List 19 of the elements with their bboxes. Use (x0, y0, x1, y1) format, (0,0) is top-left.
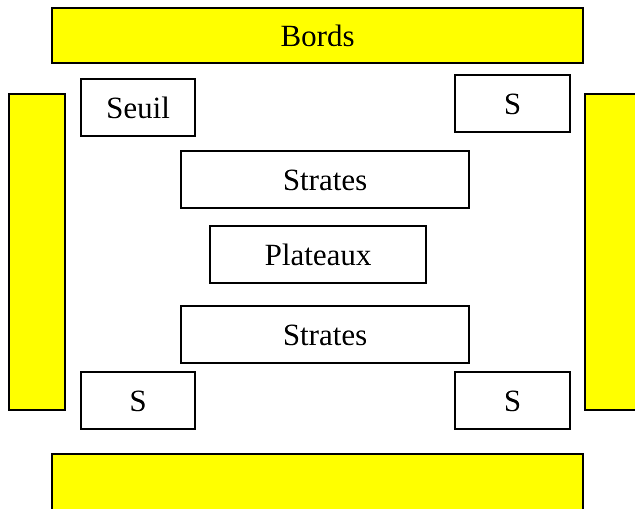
label-box (454, 371, 571, 430)
node-label: S (504, 88, 522, 119)
node-label: Plateaux (264, 239, 372, 270)
label-box (180, 305, 470, 364)
label-box (209, 225, 427, 284)
node-label: Seuil (106, 92, 170, 123)
heading-band (51, 7, 584, 64)
node-label: S (504, 385, 522, 416)
border-bar (51, 453, 584, 509)
node-label: Bords (280, 20, 355, 51)
node-label: S (129, 385, 147, 416)
label-box (80, 78, 196, 137)
node-label: Strates (282, 319, 368, 350)
node-label: Strates (282, 164, 368, 195)
border-bar (8, 93, 66, 411)
label-box (454, 74, 571, 133)
border-bar (584, 93, 635, 411)
label-box (80, 371, 196, 430)
label-box (180, 150, 470, 209)
